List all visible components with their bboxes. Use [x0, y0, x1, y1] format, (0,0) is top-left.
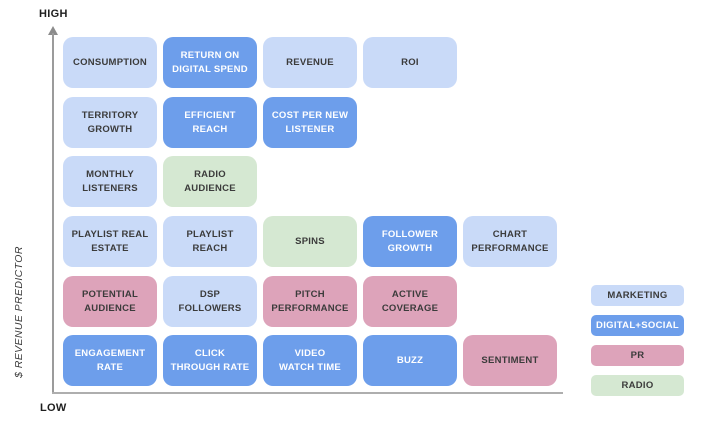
cell-label: PLAYLIST REAL ESTATE	[71, 228, 149, 254]
cell-label: RADIO AUDIENCE	[184, 168, 236, 194]
cell-radio-audience: RADIO AUDIENCE	[163, 156, 257, 207]
cell-label: TERRITORY GROWTH	[81, 109, 139, 135]
cell-label: ACTIVE COVERAGE	[381, 288, 439, 314]
cell-label: VIDEO WATCH TIME	[279, 347, 341, 373]
cell-playlist-real-estate: PLAYLIST REAL ESTATE	[63, 216, 157, 267]
legend-label: DIGITAL+SOCIAL	[596, 320, 679, 331]
cell-pitch-performance: PITCH PERFORMANCE	[263, 276, 357, 327]
legend-label: MARKETING	[607, 290, 668, 301]
cell-label: RETURN ON DIGITAL SPEND	[172, 49, 248, 75]
cell-efficient-reach: EFFICIENT REACH	[163, 97, 257, 148]
cell-territory-growth: TERRITORY GROWTH	[63, 97, 157, 148]
cell-label: SENTIMENT	[481, 354, 539, 366]
cell-consumption: CONSUMPTION	[63, 37, 157, 88]
legend-label: RADIO	[621, 380, 654, 391]
cell-label: PITCH PERFORMANCE	[271, 288, 349, 314]
axis-low-label: LOW	[40, 402, 67, 414]
cell-buzz: BUZZ	[363, 335, 457, 386]
axis-high-label: HIGH	[39, 8, 68, 20]
cell-sentiment: SENTIMENT	[463, 335, 557, 386]
cell-playlist-reach: PLAYLIST REACH	[163, 216, 257, 267]
legend-item-digital-social: DIGITAL+SOCIAL	[591, 315, 684, 336]
cell-label: DSP FOLLOWERS	[178, 288, 242, 314]
cell-label: PLAYLIST REACH	[186, 228, 234, 254]
cell-label: FOLLOWER GROWTH	[381, 228, 439, 254]
cell-label: CHART PERFORMANCE	[471, 228, 549, 254]
cell-revenue: REVENUE	[263, 37, 357, 88]
cell-roi: ROI	[363, 37, 457, 88]
cell-label: SPINS	[295, 235, 325, 247]
cell-label: MONTHLY LISTENERS	[82, 168, 138, 194]
cell-label: BUZZ	[396, 354, 424, 366]
cell-follower-growth: FOLLOWER GROWTH	[363, 216, 457, 267]
cell-label: EFFICIENT REACH	[184, 109, 236, 135]
cell-label: CONSUMPTION	[73, 56, 147, 68]
cell-click-through-rate: CLICK THROUGH RATE	[163, 335, 257, 386]
cell-chart-performance: CHART PERFORMANCE	[463, 216, 557, 267]
cell-active-coverage: ACTIVE COVERAGE	[363, 276, 457, 327]
x-axis-line	[52, 392, 563, 394]
y-axis-title: $ REVENUE PREDICTOR	[13, 246, 25, 378]
cell-potential-audience: POTENTIAL AUDIENCE	[63, 276, 157, 327]
cell-cost-per-new-listener: COST PER NEW LISTENER	[263, 97, 357, 148]
cell-label: POTENTIAL AUDIENCE	[81, 288, 139, 314]
cell-return-on-digital-spend: RETURN ON DIGITAL SPEND	[163, 37, 257, 88]
cell-monthly-listeners: MONTHLY LISTENERS	[63, 156, 157, 207]
cell-label: ROI	[401, 56, 419, 68]
cell-label: REVENUE	[286, 56, 334, 68]
legend-item-radio: RADIO	[591, 375, 684, 396]
legend-item-pr: PR	[591, 345, 684, 366]
y-axis-line	[52, 33, 54, 393]
y-axis-arrowhead-icon	[48, 26, 58, 35]
legend-item-marketing: MARKETING	[591, 285, 684, 306]
cell-spins: SPINS	[263, 216, 357, 267]
legend-label: PR	[630, 350, 645, 361]
cell-video-watch-time: VIDEO WATCH TIME	[263, 335, 357, 386]
cell-dsp-followers: DSP FOLLOWERS	[163, 276, 257, 327]
cell-label: COST PER NEW LISTENER	[271, 109, 349, 135]
cell-engagement-rate: ENGAGEMENT RATE	[63, 335, 157, 386]
cell-label: ENGAGEMENT RATE	[74, 347, 146, 373]
cell-label: CLICK THROUGH RATE	[170, 347, 250, 373]
